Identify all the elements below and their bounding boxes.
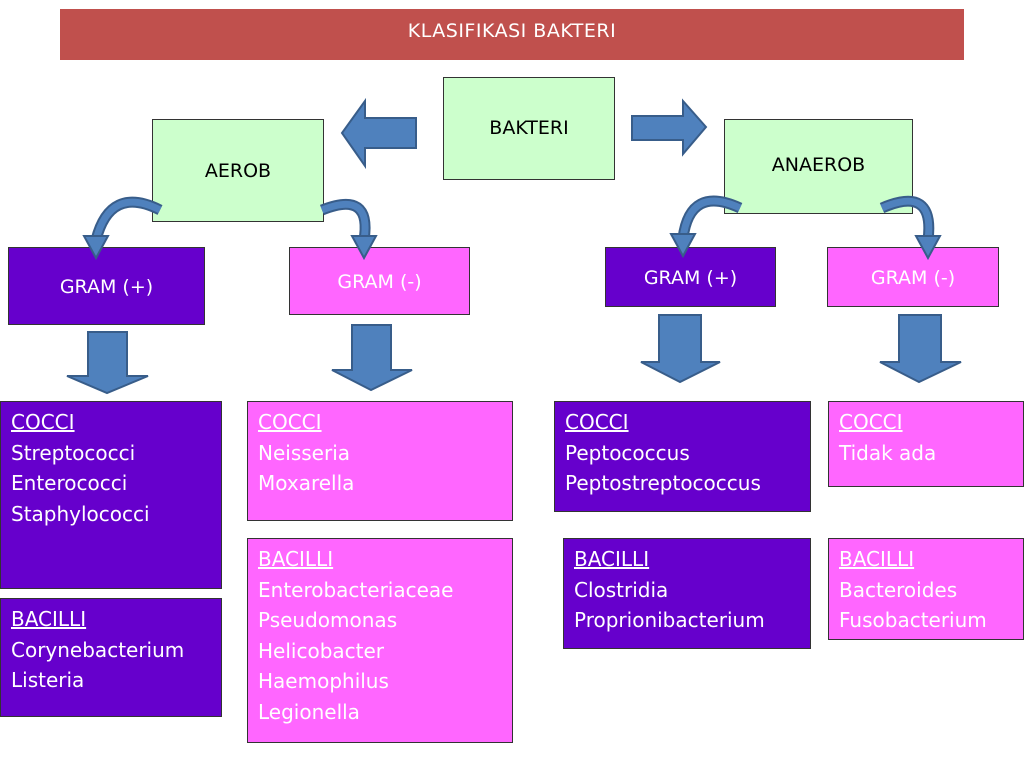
list-item: Staphylococci — [11, 501, 150, 526]
list-heading: COCCI — [11, 410, 75, 434]
list-heading: COCCI — [839, 410, 903, 434]
list-item: Legionella — [258, 699, 360, 724]
list-item: Helicobacter — [258, 638, 385, 663]
aerob-gram-negative-box: GRAM (-) — [289, 247, 470, 315]
aerob-gram-negative-bacilli-box: BACILLI Enterobacteriaceae Pseudomonas H… — [247, 538, 513, 743]
list-item: Neisseria — [258, 440, 351, 465]
list-item: Corynebacterium — [11, 637, 185, 662]
bakteri-box: BAKTERI — [443, 77, 615, 180]
anaerob-gram-negative-box: GRAM (-) — [827, 247, 999, 307]
list-heading: COCCI — [565, 410, 629, 434]
aerob-gram-positive-label: GRAM (+) — [59, 276, 154, 298]
anaerob-gram-positive-box: GRAM (+) — [605, 247, 776, 307]
arrow-down-icon — [66, 331, 149, 395]
anaerob-label: ANAEROB — [771, 154, 866, 176]
arrow-down-icon — [331, 324, 413, 392]
list-item: Bacteroides — [839, 577, 958, 602]
arrow-left-icon — [340, 97, 417, 170]
list-item: Tidak ada — [839, 440, 937, 465]
list-heading: COCCI — [258, 410, 322, 434]
arrow-down-icon — [640, 314, 721, 384]
list-item: Streptococci — [11, 440, 136, 465]
list-item: Pseudomonas — [258, 608, 398, 632]
anaerob-box: ANAEROB — [724, 119, 913, 214]
anaerob-gram-positive-bacilli-box: BACILLI Clostridia Proprionibacterium — [563, 538, 811, 649]
list-item: Moxarella — [258, 471, 355, 495]
list-item: Proprionibacterium — [574, 608, 765, 632]
list-item: Enterobacteriaceae — [258, 577, 454, 602]
list-item: Clostridia — [574, 577, 669, 602]
list-heading: BACILLI — [574, 547, 650, 571]
list-heading: BACILLI — [11, 607, 87, 631]
arrow-right-icon — [631, 98, 708, 157]
aerob-label: AEROB — [204, 160, 272, 182]
anaerob-gram-negative-label: GRAM (-) — [870, 267, 956, 289]
list-item: Fusobacterium — [839, 608, 987, 632]
anaerob-gram-positive-cocci-box: COCCI Peptococcus Peptostreptococcus — [554, 401, 811, 512]
aerob-gram-negative-label: GRAM (-) — [337, 271, 422, 293]
aerob-gram-negative-cocci-box: COCCI Neisseria Moxarella — [247, 401, 513, 521]
page-title: KLASIFIKASI BAKTERI — [60, 9, 964, 60]
aerob-gram-positive-cocci-box: COCCI Streptococci Enterococci Staphyloc… — [0, 401, 222, 589]
aerob-gram-positive-bacilli-box: BACILLI Corynebacterium Listeria — [0, 598, 222, 717]
list-item: Listeria — [11, 668, 85, 692]
list-item: Peptococcus — [565, 440, 690, 465]
anaerob-gram-positive-label: GRAM (+) — [643, 267, 738, 289]
list-item: Haemophilus — [258, 669, 389, 693]
bakteri-label: BAKTERI — [489, 117, 569, 139]
arrow-down-icon — [879, 314, 962, 384]
list-heading: BACILLI — [258, 547, 334, 571]
list-item: Enterococci — [11, 471, 128, 495]
anaerob-gram-negative-bacilli-box: BACILLI Bacteroides Fusobacterium — [828, 538, 1024, 640]
aerob-gram-positive-box: GRAM (+) — [8, 247, 205, 325]
list-heading: BACILLI — [839, 547, 915, 571]
aerob-box: AEROB — [152, 119, 324, 222]
list-item: Peptostreptococcus — [565, 471, 761, 495]
